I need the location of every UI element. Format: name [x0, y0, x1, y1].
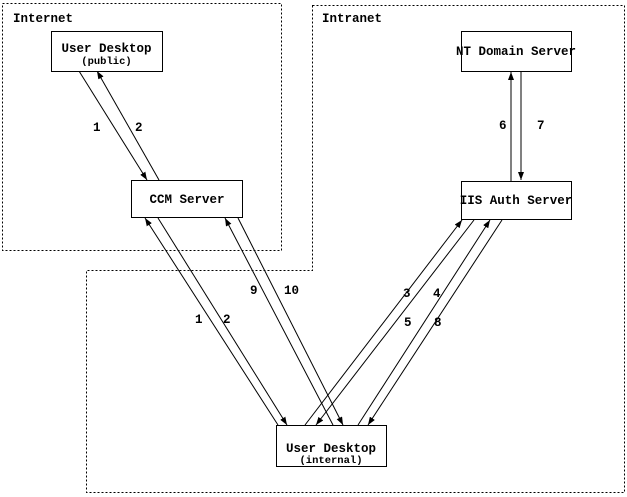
- edge-10-ccm-to-internal-desktop: [237, 217, 344, 426]
- user-desktop-internal-subtitle: (internal): [299, 455, 362, 467]
- internet-zone-label: Internet: [13, 12, 73, 26]
- intranet-zone-label: Intranet: [322, 12, 382, 26]
- edges: [78, 70, 524, 426]
- edge-5-internal-desktop-to-iis: [357, 219, 491, 426]
- edge-label-6: 6: [499, 119, 507, 133]
- internet-zone-border: [2, 3, 282, 251]
- node-ccm-server: CCM Server: [131, 180, 243, 218]
- edge-label-10: 10: [284, 284, 299, 298]
- edge-label-4: 4: [433, 287, 441, 301]
- edge-9-internal-desktop-to-ccm: [224, 217, 334, 426]
- user-desktop-public-subtitle: (public): [81, 56, 131, 68]
- iis-auth-server-title: IIS Auth Server: [460, 194, 573, 208]
- edge-label-1-internal: 1: [195, 313, 203, 327]
- edge-label-1-public: 1: [93, 121, 101, 135]
- user-desktop-public-box: [51, 31, 163, 72]
- edge-1-internal-desktop-to-ccm: [144, 217, 279, 426]
- user-desktop-internal-title: User Desktop: [286, 442, 376, 456]
- edge-4-iis-to-internal-desktop: [315, 219, 475, 426]
- edge-label-8: 8: [434, 316, 442, 330]
- edge-1-public-desktop-to-ccm: [78, 70, 148, 181]
- node-nt-domain-server: NT Domain Server: [456, 31, 576, 72]
- ccm-server-title: CCM Server: [149, 193, 224, 207]
- edge-2-ccm-to-internal-desktop: [157, 217, 288, 426]
- nt-domain-server-box: [461, 31, 572, 72]
- node-user-desktop-public: User Desktop (public): [51, 31, 163, 72]
- edge-3-internal-desktop-to-iis: [304, 219, 463, 426]
- iis-auth-server-box: [461, 181, 572, 220]
- node-iis-auth-server: IIS Auth Server: [460, 181, 573, 220]
- ccm-server-box: [131, 180, 243, 218]
- edge-2-ccm-to-public-desktop: [96, 70, 160, 181]
- edge-label-3: 3: [403, 287, 411, 301]
- nt-domain-server-title: NT Domain Server: [456, 45, 576, 59]
- intranet-zone-border: [86, 5, 625, 493]
- edge-label-2-internal: 2: [223, 313, 231, 327]
- edge-label-9: 9: [250, 284, 258, 298]
- user-desktop-internal-box: [276, 425, 387, 467]
- edge-label-5: 5: [404, 316, 412, 330]
- node-user-desktop-internal: User Desktop (internal): [276, 425, 387, 467]
- edge-labels: 1 2 1 2 3 4 5 6 7 8 9 10: [93, 119, 545, 330]
- edge-label-2-public: 2: [135, 121, 143, 135]
- edge-label-7: 7: [537, 119, 545, 133]
- edge-8-iis-to-internal-desktop: [367, 219, 503, 426]
- user-desktop-public-title: User Desktop: [61, 42, 151, 56]
